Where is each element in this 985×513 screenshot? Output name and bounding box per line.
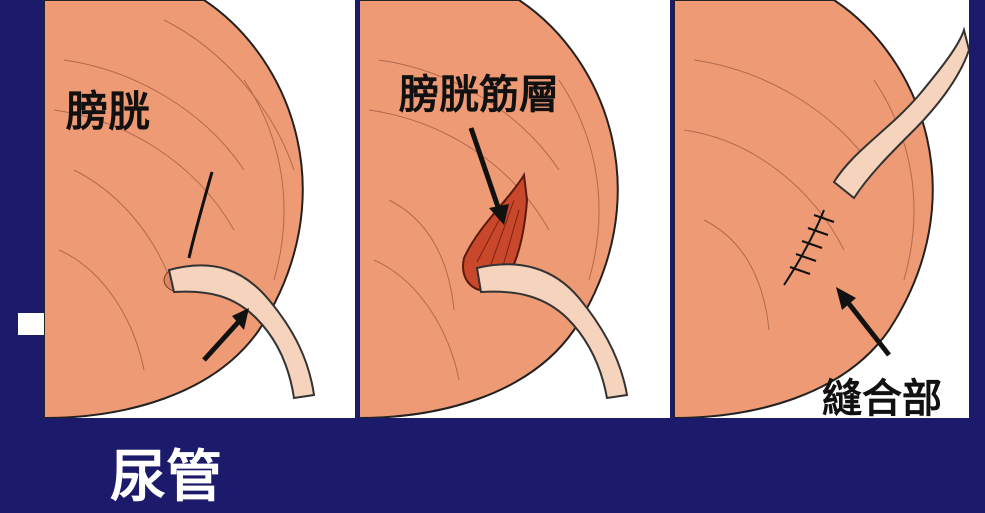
panel-bladder-muscle: 膀胱筋層: [359, 0, 670, 418]
panel-bladder-ureter: 膀胱: [44, 0, 355, 418]
bladder-illustration-3: [674, 0, 969, 418]
panel-suture: [674, 0, 969, 418]
label-ureter: 尿管: [110, 432, 222, 513]
bladder-illustration-1: [44, 0, 355, 418]
label-suture-site: 縫合部: [822, 366, 942, 424]
decorative-bar: [18, 313, 46, 335]
label-bladder-muscle-layer: 膀胱筋層: [399, 62, 559, 120]
label-bladder: 膀胱: [66, 78, 150, 139]
